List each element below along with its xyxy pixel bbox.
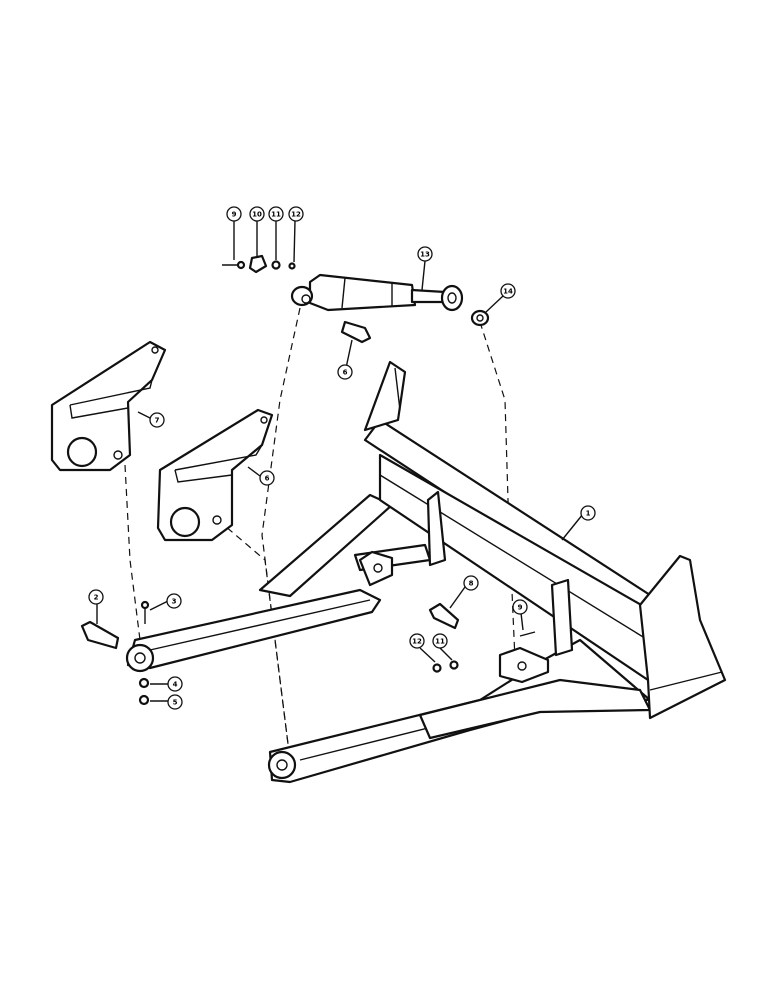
svg-text:6: 6 [265, 475, 270, 483]
callout-8: 8 [463, 575, 479, 591]
svg-text:13: 13 [420, 251, 430, 259]
callout-1: 1 [580, 505, 596, 521]
callout-2: 2 [88, 589, 104, 605]
callout-11-top: 11 [268, 206, 284, 222]
svg-text:9: 9 [518, 604, 523, 612]
leader-lines [96, 220, 584, 702]
callout-12-right: 12 [409, 633, 425, 649]
alignment-lines [124, 307, 516, 761]
svg-text:12: 12 [291, 211, 301, 219]
callouts: 9 10 11 12 13 14 6 7 6 1 2 3 4 5 8 9 12 … [88, 206, 596, 710]
mounting-bracket-left [50, 340, 167, 472]
svg-text:8: 8 [469, 580, 474, 588]
bushing [470, 309, 490, 327]
callout-9-right: 9 [512, 599, 528, 615]
svg-text:10: 10 [252, 211, 262, 219]
callout-5: 5 [167, 694, 183, 710]
callout-6-pin: 6 [337, 364, 353, 380]
callout-12-top: 12 [288, 206, 304, 222]
callout-13: 13 [417, 246, 433, 262]
hardware-top [222, 254, 296, 274]
svg-text:11: 11 [435, 638, 445, 646]
svg-text:14: 14 [503, 288, 513, 296]
svg-text:2: 2 [94, 594, 99, 602]
svg-text:11: 11 [271, 211, 281, 219]
callout-14: 14 [500, 283, 516, 299]
svg-text:4: 4 [173, 681, 178, 689]
callout-6-bracket: 6 [259, 470, 275, 486]
callout-4: 4 [167, 676, 183, 692]
svg-text:3: 3 [172, 598, 177, 606]
hydraulic-cylinder [290, 273, 464, 312]
dozer-blade-frame [125, 360, 727, 784]
svg-text:6: 6 [343, 369, 348, 377]
callout-10: 10 [249, 206, 265, 222]
cylinder-pin [340, 320, 372, 344]
svg-text:1: 1 [586, 510, 591, 518]
hardware-left [80, 600, 150, 706]
callout-9-top: 9 [226, 206, 242, 222]
svg-text:9: 9 [232, 211, 237, 219]
mounting-bracket-right [156, 408, 274, 542]
callout-11-right: 11 [432, 633, 448, 649]
callout-3: 3 [166, 593, 182, 609]
svg-text:7: 7 [155, 417, 160, 425]
callout-7: 7 [149, 412, 165, 428]
hardware-right [428, 602, 536, 673]
svg-text:5: 5 [173, 699, 178, 707]
svg-text:12: 12 [412, 638, 422, 646]
